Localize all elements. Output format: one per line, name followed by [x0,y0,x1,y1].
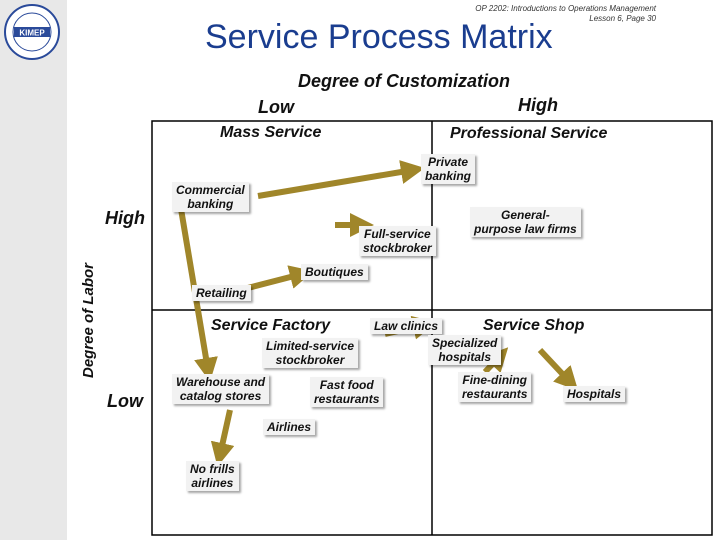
no-frills-airlines-box: No frills airlines [186,461,239,491]
x-axis-title: Degree of Customization [298,71,511,91]
full-service-line-2: stockbroker [363,241,432,255]
warehouse-catalog-box: Warehouse and catalog stores [172,374,270,404]
commercial-banking-line-1: Commercial [176,183,245,197]
reference-line-1: OP 2202: Introductions to Operations Man… [475,4,656,13]
limited-service-line-1: Limited-service [266,339,355,353]
svg-text:KIMEP: KIMEP [19,29,45,38]
hospitals-box: Hospitals [563,386,626,402]
quadrant-mass-service: Mass Service [220,124,322,141]
quadrant-service-factory: Service Factory [211,317,331,334]
private-banking-line-1: Private [427,155,469,169]
quadrant-service-shop: Service Shop [483,317,585,334]
law-firms-line-1: General- [501,208,550,222]
fine-dining-line-2: restaurants [462,387,528,401]
full-service-stockbroker-box: Full-service stockbroker [359,226,436,256]
private-banking-box: Private banking [421,154,476,184]
y-axis-high-label: High [105,208,145,228]
fine-dining-box: Fine-dining restaurants [458,372,532,402]
quadrant-professional-service: Professional Service [450,125,608,142]
specialized-line-2: hospitals [438,350,492,364]
y-axis-low-label: Low [107,391,143,411]
limited-service-line-2: stockbroker [275,353,345,367]
page-title: Service Process Matrix [205,18,553,56]
airlines-box: Airlines [263,419,316,435]
kimep-logo: KIMEP [4,4,60,60]
reference-line-2: Lesson 6, Page 30 [589,14,656,23]
private-banking-line-2: banking [425,169,472,183]
fast-food-line-1: Fast food [319,378,374,392]
full-service-line-1: Full-service [364,227,431,241]
specialized-line-1: Specialized [432,336,498,350]
law-firms-line-2: purpose law firms [474,222,577,236]
retailing-box: Retailing [192,285,251,301]
fast-food-line-2: restaurants [314,392,380,406]
x-axis-high-label: High [518,95,558,115]
no-frills-line-2: airlines [191,476,234,490]
boutiques-box: Boutiques [301,264,368,280]
course-reference: OP 2202: Introductions to Operations Man… [475,4,656,24]
general-purpose-law-box: General- purpose law firms [470,207,581,237]
warehouse-line-1: Warehouse and [176,375,266,389]
warehouse-line-2: catalog stores [179,389,262,403]
no-frills-line-1: No frills [190,462,235,476]
commercial-banking-box: Commercial banking [172,182,249,212]
x-axis-low-label: Low [258,97,294,117]
y-axis-title: Degree of Labor [80,262,97,378]
fine-dining-line-1: Fine-dining [462,373,528,387]
commercial-banking-line-2: banking [187,197,234,211]
specialized-hospitals-box: Specialized hospitals [428,335,502,365]
left-sidebar: KIMEP [0,0,67,540]
fast-food-box: Fast food restaurants [310,377,384,407]
law-clinics-box: Law clinics [370,318,443,334]
limited-service-stockbroker-box: Limited-service stockbroker [262,338,359,368]
